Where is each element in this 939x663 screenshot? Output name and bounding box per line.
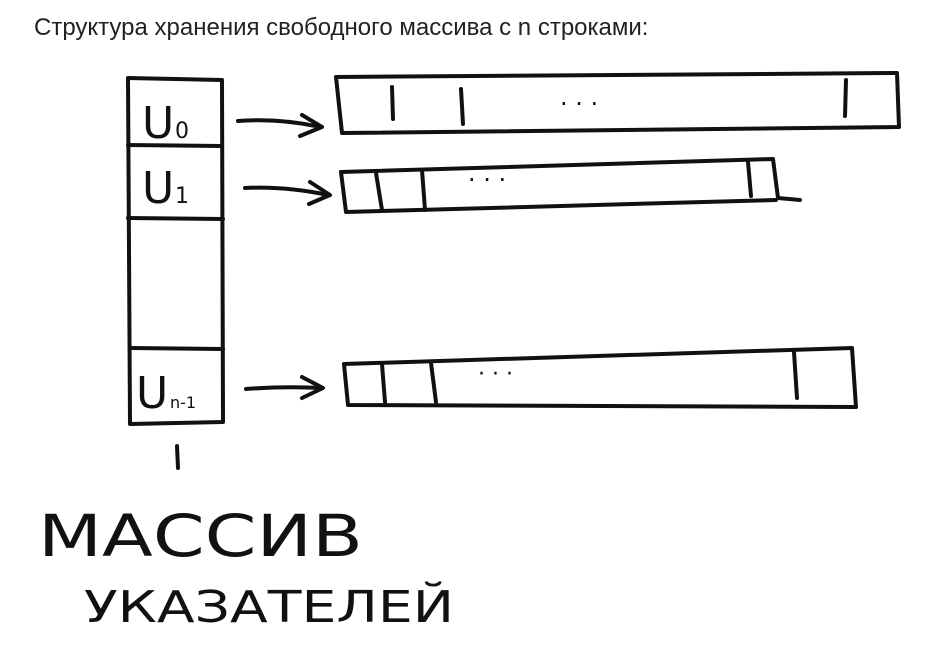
cell-0-subscript: 0 [175,119,189,144]
pointer-cell-1: U 1 [142,163,189,214]
row-1: · · · [339,157,802,214]
row-n-1: · · · [342,346,858,409]
column-tick [175,444,180,470]
array-label-line1: МАССИВ [38,502,363,570]
cell-0-label: U [142,98,174,149]
cell-n-1-label: U [136,368,168,419]
row-0: · · · [334,71,901,135]
pointer-arrow-0 [236,113,324,138]
row-1-ellipsis: · · · [468,166,506,194]
diagram-caption: Структура хранения свободного массива с … [34,14,649,41]
pointer-cell-0: U 0 [142,98,189,149]
cell-n-1-subscript: n-1 [170,393,196,412]
pointer-arrow-1 [243,180,332,206]
array-label-line2: УКАЗАТЕЛЕЙ [84,580,454,633]
cell-1-label: U [142,163,174,214]
row-n-1-ellipsis: · · · [478,362,513,387]
row-0-ellipsis: · · · [560,90,598,118]
pointer-arrow-n-1 [244,375,325,400]
cell-1-subscript: 1 [175,184,189,209]
pointer-cell-n-1: U n-1 [136,368,196,419]
pointer-array [126,76,225,426]
